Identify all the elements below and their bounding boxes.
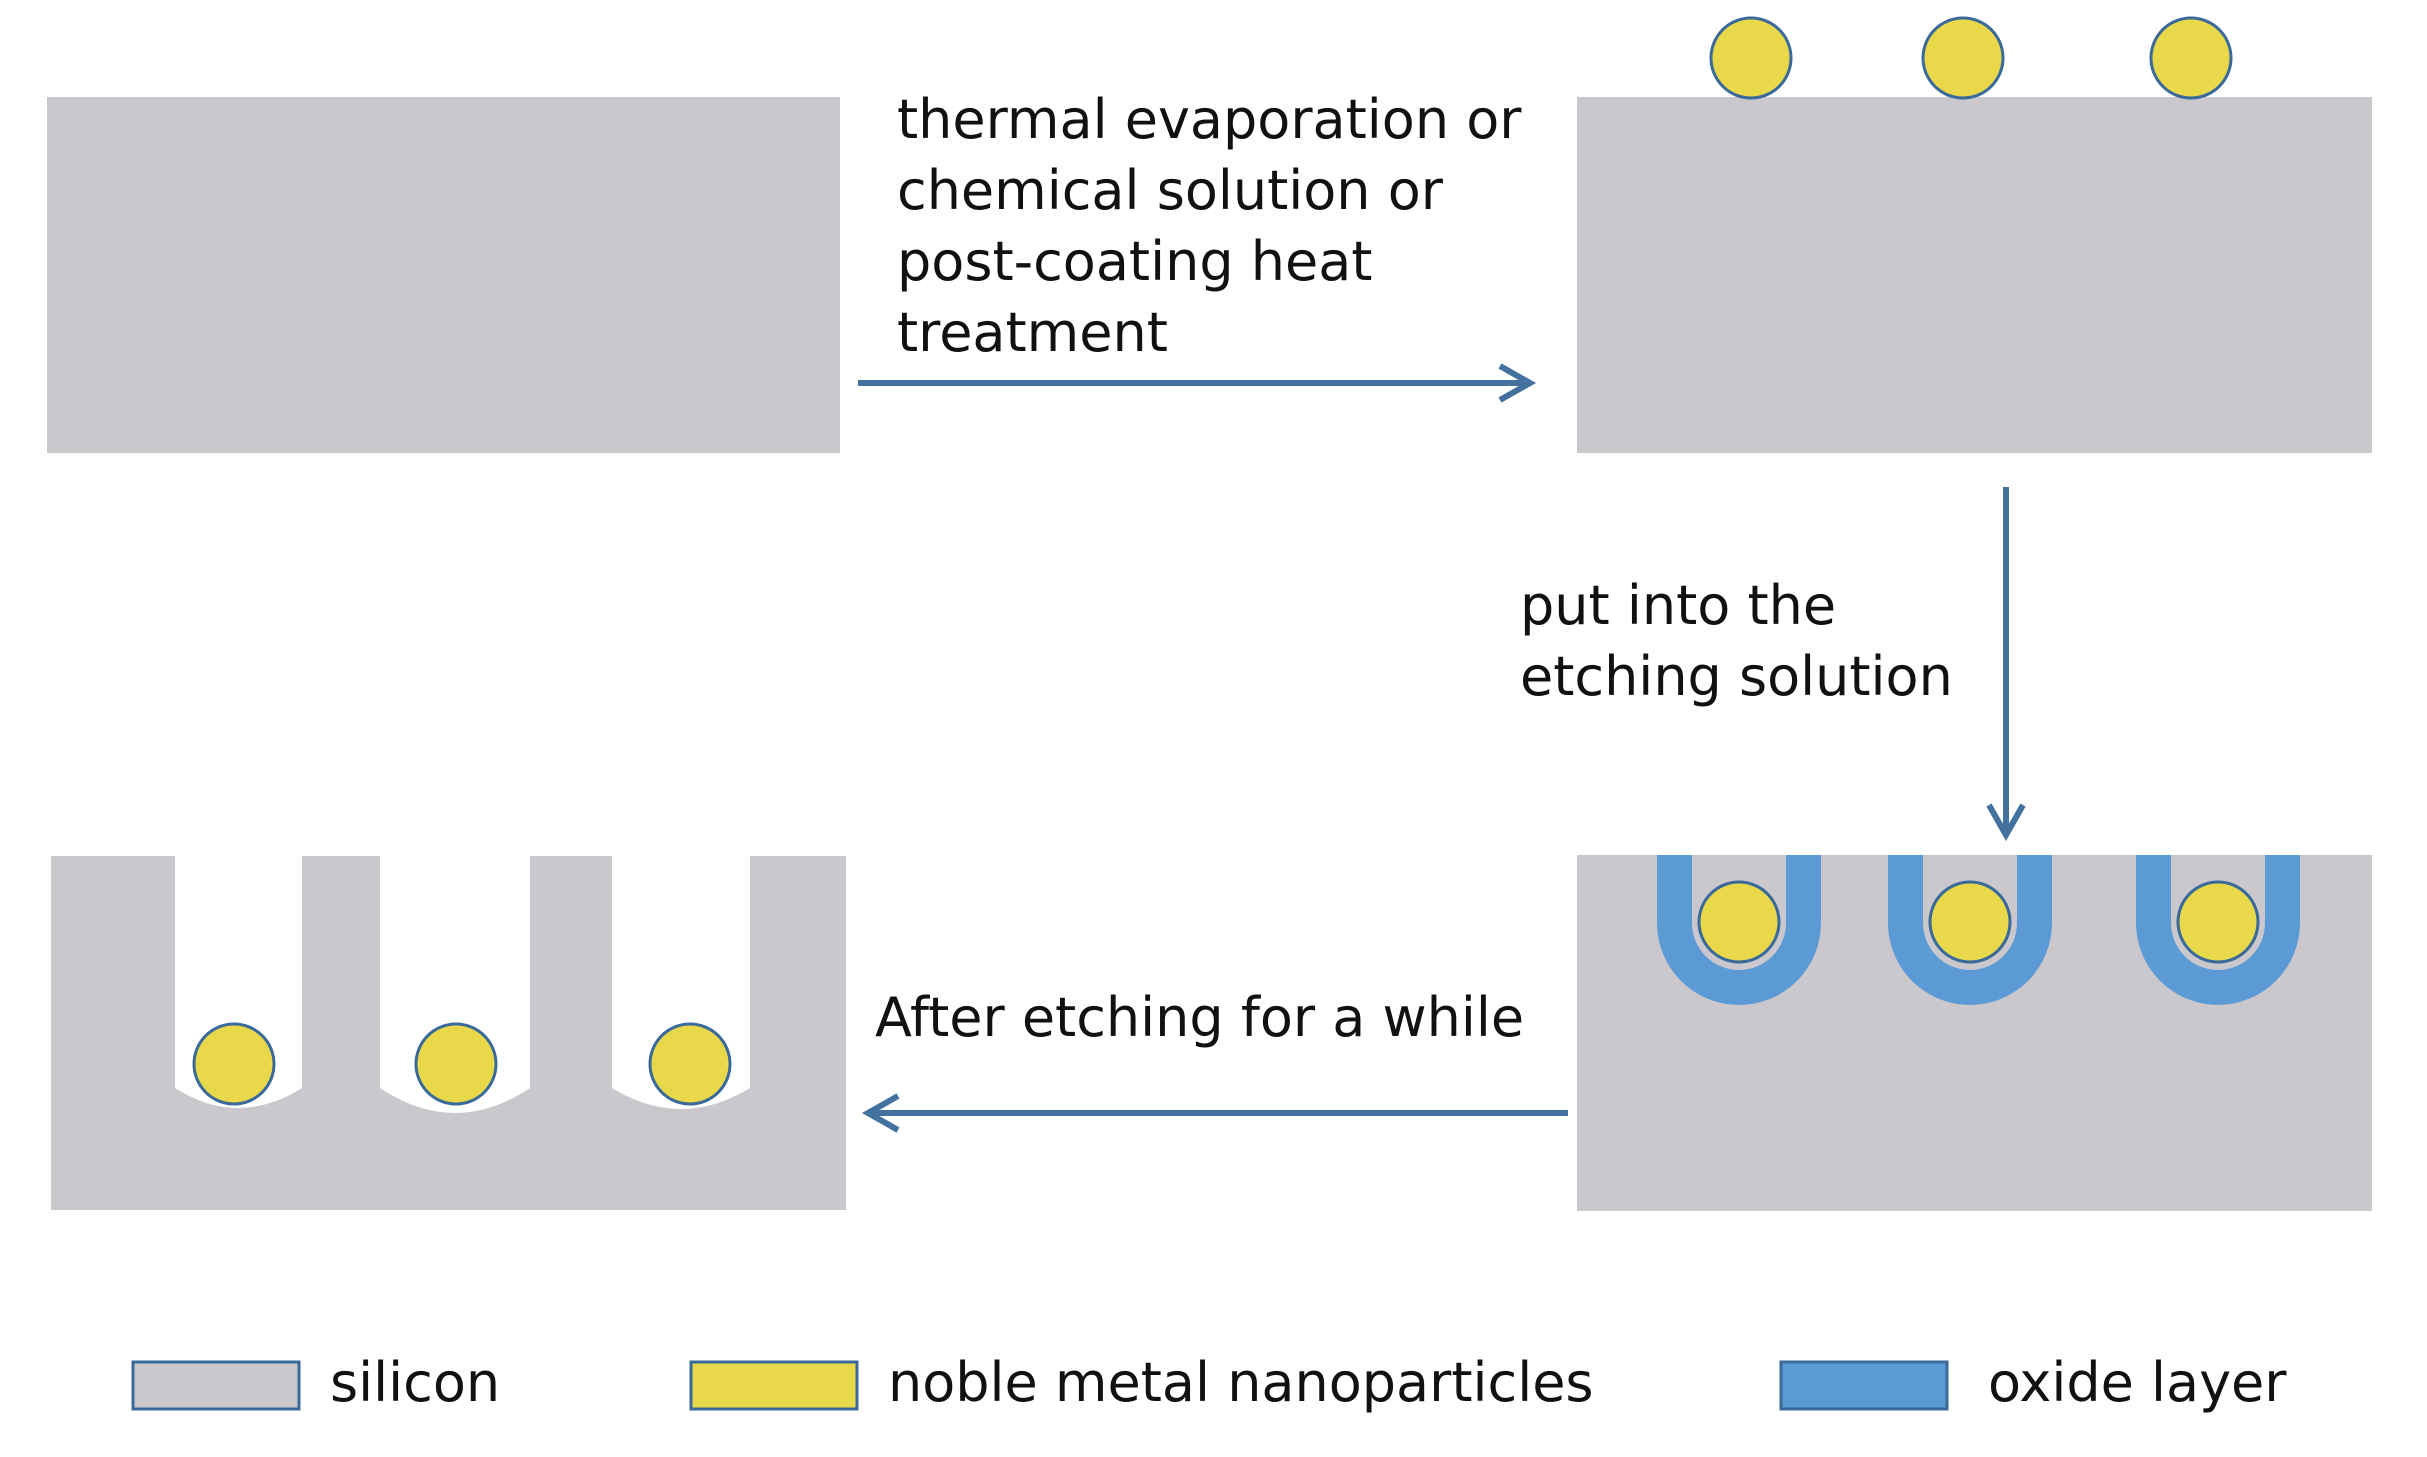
legend-metal-swatch	[689, 1360, 859, 1411]
nanoparticle	[1709, 16, 1793, 100]
arrow-down-etching	[1986, 487, 2026, 842]
nanoparticle	[648, 1022, 732, 1106]
nanoparticle	[1697, 880, 1781, 964]
nanoparticle	[414, 1022, 498, 1106]
arrow-right-deposition	[858, 363, 1537, 403]
legend-silicon-label: silicon	[330, 1351, 501, 1414]
arrow-left-after-etching	[861, 1093, 1568, 1133]
oxide-layer	[1657, 855, 1821, 1005]
legend-metal-label: noble metal nanoparticles	[888, 1351, 1594, 1414]
oxide-layer	[1888, 855, 2052, 1005]
deposition-step-label: thermal evaporation or chemical solution …	[897, 84, 1521, 368]
deposition-step-line: thermal evaporation or	[897, 88, 1522, 151]
silicon-block-initial	[47, 97, 840, 453]
oxide-layer	[2136, 855, 2300, 1005]
nanoparticle	[1928, 880, 2012, 964]
deposition-step-line: post-coating heat	[897, 230, 1373, 293]
nanoparticle	[192, 1022, 276, 1106]
nanoparticle	[1921, 16, 2005, 100]
deposition-step-line: treatment	[897, 301, 1168, 364]
legend-oxide-swatch	[1779, 1360, 1949, 1411]
etching-solution-step-label: put into the etching solution	[1520, 570, 1953, 712]
legend-oxide-label: oxide layer	[1988, 1351, 2287, 1414]
silicon-block-coated	[1577, 97, 2372, 453]
silicon-block-etched	[51, 856, 846, 1210]
etching-solution-step-line: etching solution	[1520, 645, 1953, 708]
etching-solution-step-line: put into the	[1520, 574, 1837, 637]
legend-silicon-swatch	[131, 1360, 301, 1411]
nanoparticle	[2176, 880, 2260, 964]
deposition-step-line: chemical solution or	[897, 159, 1443, 222]
after-etching-step-label: After etching for a while	[875, 986, 1525, 1049]
nanoparticle	[2149, 16, 2233, 100]
